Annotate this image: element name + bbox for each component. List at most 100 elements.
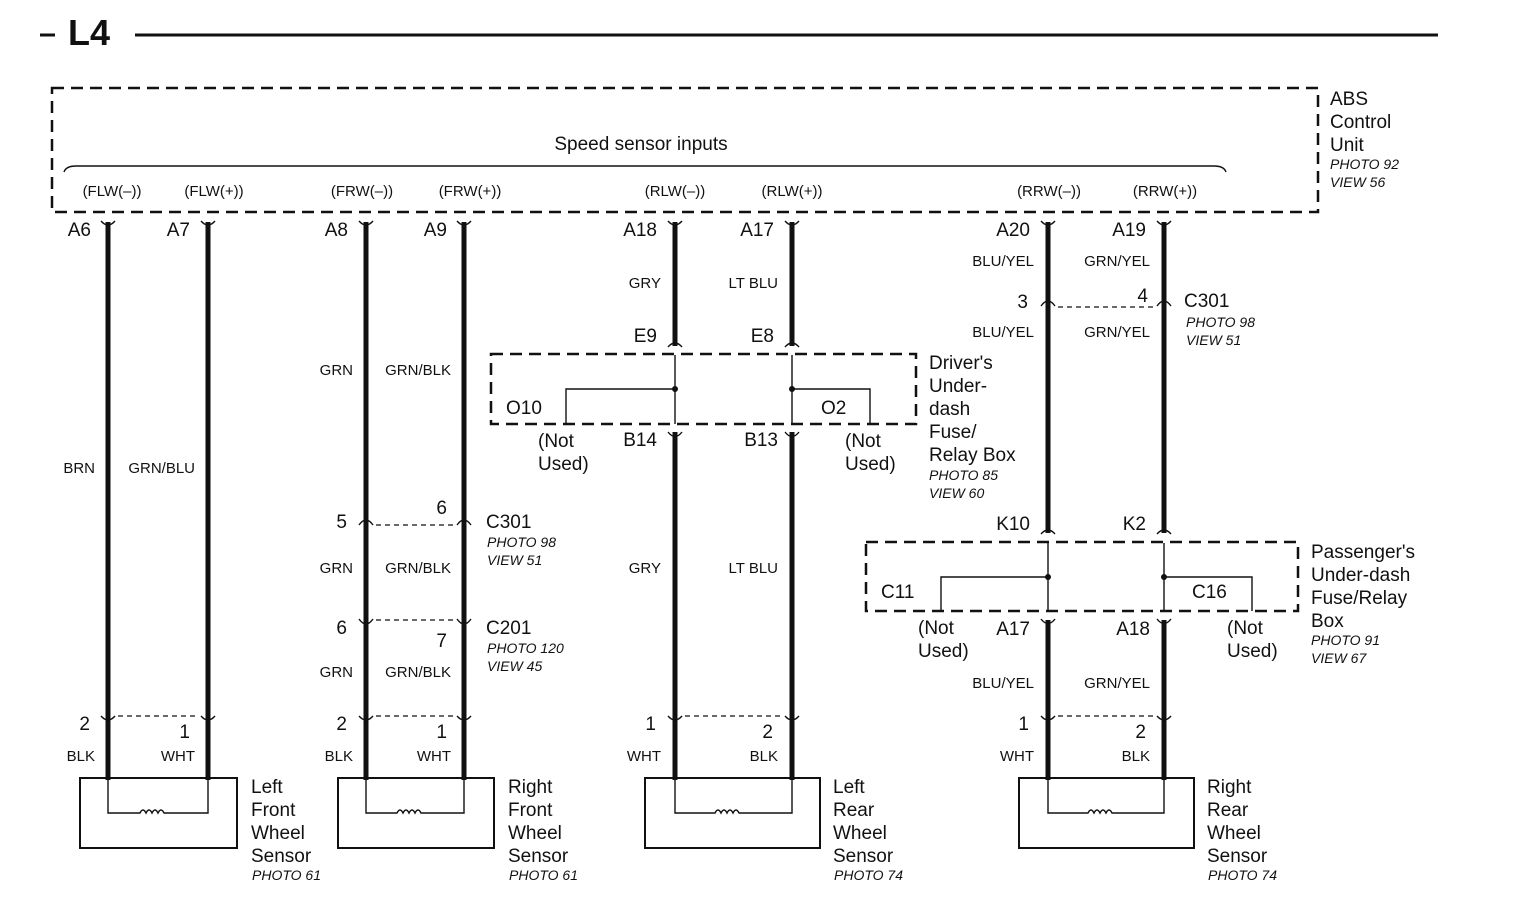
lf-sensor-photo: PHOTO 61 bbox=[252, 867, 321, 883]
rr-sensor-photo: PHOTO 74 bbox=[1208, 867, 1277, 883]
c301-view-front: VIEW 51 bbox=[487, 552, 542, 568]
signal-frw-pos: (FRW(+)) bbox=[439, 183, 502, 200]
pass-branch-c11 bbox=[940, 576, 1048, 611]
signal-flw-neg: (FLW(–)) bbox=[83, 183, 142, 200]
drivers-title-2: Under- bbox=[929, 376, 987, 397]
c301-pin-3: 3 bbox=[1017, 292, 1028, 313]
color-lt-blu-2: LT BLU bbox=[729, 560, 778, 577]
c301-name-rear: C301 bbox=[1184, 291, 1229, 312]
lf-pin-2: 2 bbox=[79, 714, 90, 735]
pin-e8: E8 bbox=[751, 326, 774, 347]
rr-sensor-body bbox=[1018, 777, 1195, 849]
k2-mark bbox=[1156, 529, 1172, 535]
lr-sensor-line-3: Wheel bbox=[833, 823, 887, 844]
connector-c201: 6 7 C201 PHOTO 120 VIEW 45 bbox=[336, 618, 564, 674]
c301-pin-5: 5 bbox=[336, 512, 347, 533]
sensor-left-front: Left Front Wheel Sensor PHOTO 61 bbox=[79, 777, 321, 883]
rr-mark-1 bbox=[1040, 715, 1056, 721]
color-grn-2: GRN bbox=[320, 560, 353, 577]
c201-view: VIEW 45 bbox=[487, 658, 542, 674]
color-grn-yel-3: GRN/YEL bbox=[1084, 675, 1150, 692]
conn-mark-a18 bbox=[667, 220, 683, 226]
color-grn-yel-1: GRN/YEL bbox=[1084, 253, 1150, 270]
rf-color-wht: WHT bbox=[417, 748, 451, 765]
drivers-not-used-right-1: (Not bbox=[845, 431, 882, 452]
sensor-right-front: Right Front Wheel Sensor PHOTO 61 bbox=[337, 777, 578, 883]
color-grn-blk-1: GRN/BLK bbox=[385, 362, 451, 379]
pin-pass-a18: A18 bbox=[1116, 619, 1150, 640]
c201-pin-6: 6 bbox=[336, 618, 347, 639]
pin-o2: O2 bbox=[821, 398, 846, 419]
drivers-fuse-box: E9 E8 B14 B13 O10 O2 (Not Used) (Not Use… bbox=[489, 326, 1016, 501]
pass-photo: PHOTO 91 bbox=[1311, 632, 1380, 648]
rr-sensor-line-3: Wheel bbox=[1207, 823, 1261, 844]
signal-flw-pos: (FLW(+)) bbox=[184, 183, 243, 200]
lr-color-blk: BLK bbox=[750, 748, 778, 765]
signal-rlw-neg: (RLW(–)) bbox=[645, 183, 706, 200]
lf-sensor-line-1: Left bbox=[251, 777, 283, 798]
pin-c11: C11 bbox=[881, 582, 914, 603]
c201-mark-6 bbox=[358, 618, 374, 625]
pass-not-used-left-1: (Not bbox=[918, 618, 955, 639]
pass-title-1: Passenger's bbox=[1311, 542, 1415, 563]
color-gry-2: GRY bbox=[629, 560, 661, 577]
color-brn: BRN bbox=[63, 460, 95, 477]
abs-unit-view: VIEW 56 bbox=[1330, 174, 1385, 190]
pin-o10: O10 bbox=[506, 398, 542, 419]
rf-pin-1: 1 bbox=[436, 722, 447, 743]
pin-a17: A17 bbox=[740, 220, 774, 241]
lf-color-wht: WHT bbox=[161, 748, 195, 765]
abs-control-unit: ABS Control Unit PHOTO 92 VIEW 56 Speed … bbox=[50, 86, 1399, 214]
drivers-photo: PHOTO 85 bbox=[929, 467, 998, 483]
lf-sensor-line-3: Wheel bbox=[251, 823, 305, 844]
e9-mark bbox=[667, 342, 683, 348]
pin-a6: A6 bbox=[68, 220, 91, 241]
color-grn-blu: GRN/BLU bbox=[128, 460, 195, 477]
conn-mark-a7 bbox=[200, 220, 216, 226]
conn-mark-a6 bbox=[100, 220, 116, 226]
c201-mark-7 bbox=[456, 618, 472, 625]
signal-rlw-pos: (RLW(+)) bbox=[762, 183, 823, 200]
pa17-mark bbox=[1040, 618, 1056, 625]
rf-color-blk: BLK bbox=[325, 748, 353, 765]
abs-unit-title-3: Unit bbox=[1330, 135, 1365, 156]
abs-unit-title-2: Control bbox=[1330, 112, 1391, 133]
connector-c301-rear: 3 4 C301 PHOTO 98 VIEW 51 bbox=[1017, 286, 1255, 348]
drivers-branch-o2 bbox=[792, 388, 871, 424]
lf-sensor-line-4: Sensor bbox=[251, 846, 312, 867]
pin-a8: A8 bbox=[325, 220, 348, 241]
drivers-not-used-right-2: Used) bbox=[845, 454, 896, 475]
c301-pin-6: 6 bbox=[436, 498, 447, 519]
page-label: L4 bbox=[68, 12, 110, 53]
rf-sensor-body bbox=[337, 777, 495, 849]
lf-sensor-coil bbox=[107, 780, 209, 815]
lf-pin-1: 1 bbox=[179, 722, 190, 743]
lf-color-blk: BLK bbox=[67, 748, 95, 765]
c301-photo-front: PHOTO 98 bbox=[487, 534, 556, 550]
passengers-box-outline bbox=[864, 540, 1300, 613]
pass-title-4: Box bbox=[1311, 611, 1344, 632]
pin-b13: B13 bbox=[744, 430, 778, 451]
pin-a18: A18 bbox=[623, 220, 657, 241]
pa18-mark bbox=[1156, 618, 1172, 625]
rf-sensor-photo: PHOTO 61 bbox=[509, 867, 578, 883]
sensor-left-rear: Left Rear Wheel Sensor PHOTO 74 bbox=[644, 777, 903, 883]
inputs-bracket bbox=[63, 165, 1227, 173]
b13-mark bbox=[784, 431, 800, 438]
c301-mark-3 bbox=[1040, 300, 1056, 307]
abs-unit-box bbox=[50, 86, 1320, 214]
color-lt-blu-1: LT BLU bbox=[729, 275, 778, 292]
drivers-title-4: Fuse/ bbox=[929, 422, 977, 443]
c301-photo-rear: PHOTO 98 bbox=[1186, 314, 1255, 330]
rf-sensor-line-4: Sensor bbox=[508, 846, 569, 867]
pass-not-used-right-2: Used) bbox=[1227, 641, 1278, 662]
e8-mark bbox=[784, 342, 800, 348]
rf-mark-2 bbox=[358, 715, 374, 721]
rr-sensor-coil bbox=[1047, 780, 1165, 815]
sensor-connectors: 2 1 BLK WHT 2 1 BLK WHT 1 2 WHT BLK 1 2 … bbox=[67, 714, 1172, 765]
signal-rrw-neg: (RRW(–)) bbox=[1017, 183, 1081, 200]
pass-title-2: Under-dash bbox=[1311, 565, 1410, 586]
color-grn-blk-2: GRN/BLK bbox=[385, 560, 451, 577]
lr-sensor-photo: PHOTO 74 bbox=[834, 867, 903, 883]
